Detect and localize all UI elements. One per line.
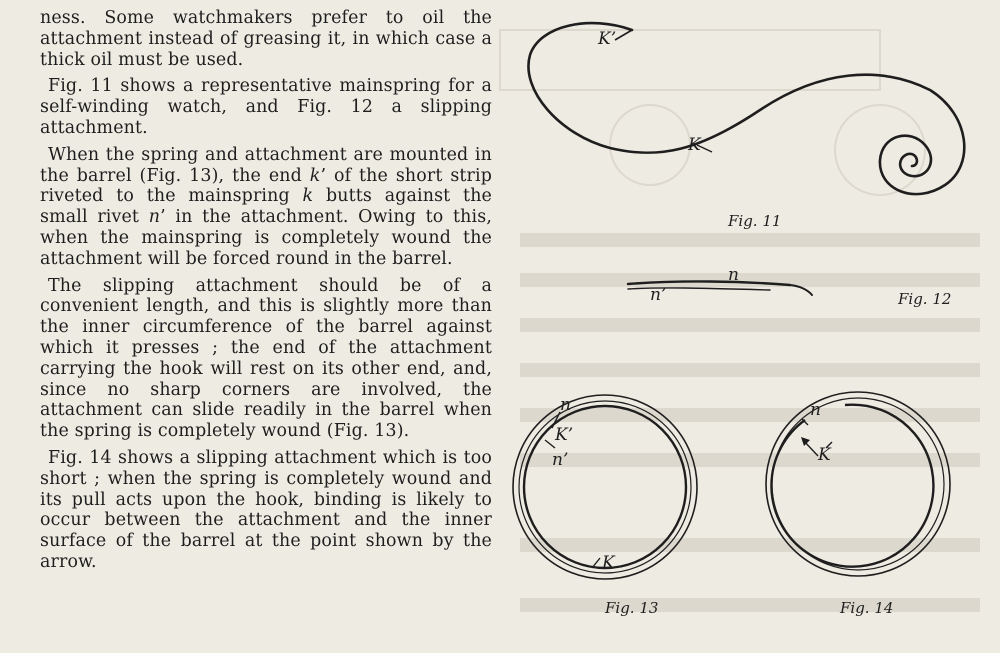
paragraph-4: The slipping attachment should be of a c… (40, 275, 492, 442)
fig13-label-k: K (601, 553, 616, 573)
italic-k: k (302, 186, 314, 207)
fig14-label-k: K (817, 445, 832, 465)
fig11-label-k: K (687, 135, 702, 155)
fig14-label-n: n (810, 400, 821, 420)
paragraph-3-part: ’ of the short strip riveted to the main… (40, 165, 492, 207)
fig13-label-n-prime: n’ (552, 450, 568, 470)
fig11-caption: Fig. 11 (728, 212, 782, 230)
body-text-column: ness. Some watchmakers prefer to oil the… (40, 8, 492, 579)
fig12-caption: Fig. 12 (898, 290, 952, 308)
paragraph-3-part: When the spring and attachment are mount… (40, 144, 492, 186)
slipping-attachment-drawing (626, 280, 813, 296)
fig12-label-n: n (728, 265, 739, 285)
paragraph-5: Fig. 14 shows a slipping attachment whic… (40, 447, 492, 572)
barrel-fig13-drawing (512, 394, 698, 580)
italic-k: k (309, 165, 321, 186)
fig14-caption: Fig. 14 (840, 599, 894, 617)
paragraph-2: Fig. 11 shows a representative mainsprin… (40, 76, 492, 138)
fig12-label-n-prime: n’ (650, 285, 666, 305)
italic-n: n (148, 207, 161, 228)
fig11-label-k-prime: K’ (597, 29, 616, 49)
paragraph-3: When the spring and attachment are mount… (40, 145, 492, 270)
fig13-label-n: n (560, 395, 571, 415)
fig13-label-k-prime: K’ (554, 425, 573, 445)
mainspring-drawing (527, 21, 966, 196)
fig13-caption: Fig. 13 (605, 599, 659, 617)
barrel-fig14-drawing (765, 391, 951, 577)
paragraph-1: ness. Some watchmakers prefer to oil the… (40, 8, 492, 70)
paragraph-3-part: butts against the small rivet (40, 186, 492, 228)
paragraph-3-part: ’ in the attachment. Owing to this, when… (40, 207, 493, 269)
